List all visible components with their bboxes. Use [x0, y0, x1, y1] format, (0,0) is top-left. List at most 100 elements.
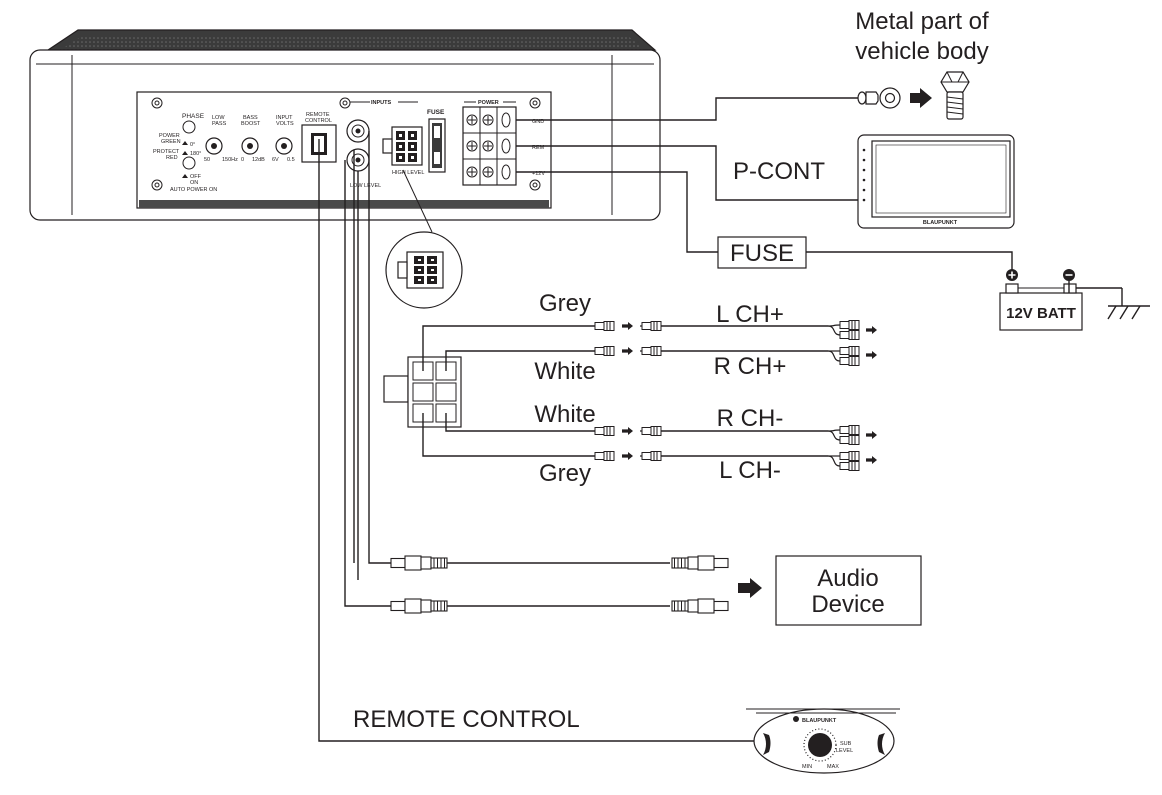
spade-connector [839, 425, 860, 435]
high-level-harness [383, 325, 595, 457]
spade-connector [839, 435, 860, 445]
svg-text:FUSE: FUSE [427, 109, 445, 116]
svg-text:INPUTS: INPUTS [371, 100, 392, 106]
svg-text:VOLTS: VOLTS [276, 121, 294, 127]
svg-text:12dB: 12dB [252, 157, 265, 163]
spade-connector [839, 451, 860, 461]
remote-cable [318, 139, 760, 742]
power-wiring [516, 97, 1013, 270]
battery: 12V BATT [999, 269, 1083, 331]
subwoofer-unit: PHASE POWER GREEN 0° PROTECT RED 180° OF… [29, 29, 661, 221]
rca-cables [344, 131, 391, 607]
spade-connector [839, 346, 860, 356]
svg-text:REMOTE: REMOTE [306, 112, 330, 118]
spade-connector [594, 426, 615, 436]
harness-connector [407, 356, 462, 428]
audio-device-label: Audio [817, 565, 878, 592]
arrow-icon [866, 431, 877, 439]
screw-icon [151, 97, 541, 191]
spade-connector [641, 451, 662, 461]
svg-text:6V: 6V [272, 157, 279, 163]
svg-text:REM: REM [532, 145, 545, 151]
rca-plug [390, 598, 448, 614]
svg-text:PASS: PASS [212, 121, 227, 127]
connector-zoom-callout [385, 169, 463, 309]
svg-text:0: 0 [241, 157, 244, 163]
spade-connector [641, 321, 662, 331]
svg-text:GND: GND [532, 119, 544, 125]
grey-top-label: Grey [539, 290, 591, 317]
spade-connector [839, 330, 860, 340]
spade-connector [641, 346, 662, 356]
svg-text:180°: 180° [190, 151, 201, 157]
arrow-icon [622, 452, 633, 460]
svg-text:LOW: LOW [212, 115, 225, 121]
spade-connector [594, 346, 615, 356]
rca-plug [671, 598, 729, 614]
ground-icon [1068, 281, 1150, 320]
auto-power-switch[interactable] [182, 156, 196, 170]
spade-connector [839, 320, 860, 330]
svg-text:LEVEL: LEVEL [836, 748, 853, 754]
svg-text:BOOST: BOOST [241, 121, 261, 127]
arrow-icon [910, 88, 932, 108]
l-ch-minus-label: L CH- [719, 457, 781, 484]
white-bottom-label: White [534, 401, 595, 428]
svg-text:PROTECT: PROTECT [153, 149, 180, 155]
rca-plug [671, 555, 729, 571]
svg-text:150Hz: 150Hz [222, 157, 238, 163]
l-ch-plus-label: L CH+ [716, 301, 784, 328]
arrow-icon [866, 326, 877, 334]
fuse-box [717, 236, 807, 269]
svg-text:Device: Device [811, 591, 884, 618]
head-unit: BLAUPUNKT [857, 134, 1015, 229]
svg-text:LOW LEVEL: LOW LEVEL [350, 183, 381, 189]
svg-text:RED: RED [166, 155, 178, 161]
svg-text:CONTROL: CONTROL [305, 118, 332, 124]
r-ch-plus-label: R CH+ [714, 353, 787, 380]
svg-text:50: 50 [204, 157, 210, 163]
svg-text:POWER: POWER [159, 133, 180, 139]
svg-text:ON: ON [190, 180, 198, 186]
spade-connector [839, 356, 860, 366]
audio-device-box [775, 555, 922, 626]
spade-connector [641, 426, 662, 436]
svg-text:HIGH LEVEL: HIGH LEVEL [392, 170, 424, 176]
metal-part-label: Metal part of [855, 8, 989, 35]
white-top-label: White [534, 358, 595, 385]
svg-text:BASS: BASS [243, 115, 258, 121]
svg-text:+12V: +12V [532, 171, 545, 177]
bolt-icon [940, 71, 970, 120]
svg-text:INPUT: INPUT [276, 115, 293, 121]
svg-text:0°: 0° [190, 142, 195, 148]
sub-level-knob[interactable] [808, 733, 832, 757]
svg-text:OFF: OFF [190, 174, 202, 180]
ring-terminal-icon [857, 87, 901, 109]
spade-connector [594, 451, 615, 461]
r-ch-minus-label: R CH- [717, 405, 784, 432]
rca-plug [390, 555, 448, 571]
fuse-label: FUSE [730, 240, 794, 267]
phase-label: PHASE [182, 113, 205, 120]
svg-text:MIN: MIN [802, 764, 812, 770]
headunit-brand: BLAUPUNKT [923, 220, 958, 226]
spade-connector [839, 461, 860, 471]
svg-text:SUB: SUB [840, 741, 852, 747]
battery-label: 12V BATT [1006, 305, 1076, 322]
svg-text:AUTO POWER ON: AUTO POWER ON [170, 187, 217, 193]
grey-bottom-label: Grey [539, 460, 591, 487]
arrow-icon [622, 322, 633, 330]
svg-text:POWER: POWER [478, 100, 499, 106]
arrow-icon [866, 456, 877, 464]
svg-text:MAX: MAX [827, 764, 839, 770]
p-cont-label: P-CONT [733, 158, 825, 185]
power-led [182, 120, 196, 134]
arrow-icon [738, 578, 762, 598]
remote-knob-unit: BLAUPUNKT SUB LEVEL MIN MAX [746, 706, 900, 774]
remote-control-label: REMOTE CONTROL [353, 706, 580, 733]
spade-connector [594, 321, 615, 331]
svg-text:GREEN: GREEN [161, 139, 181, 145]
svg-text:vehicle body: vehicle body [855, 38, 988, 65]
